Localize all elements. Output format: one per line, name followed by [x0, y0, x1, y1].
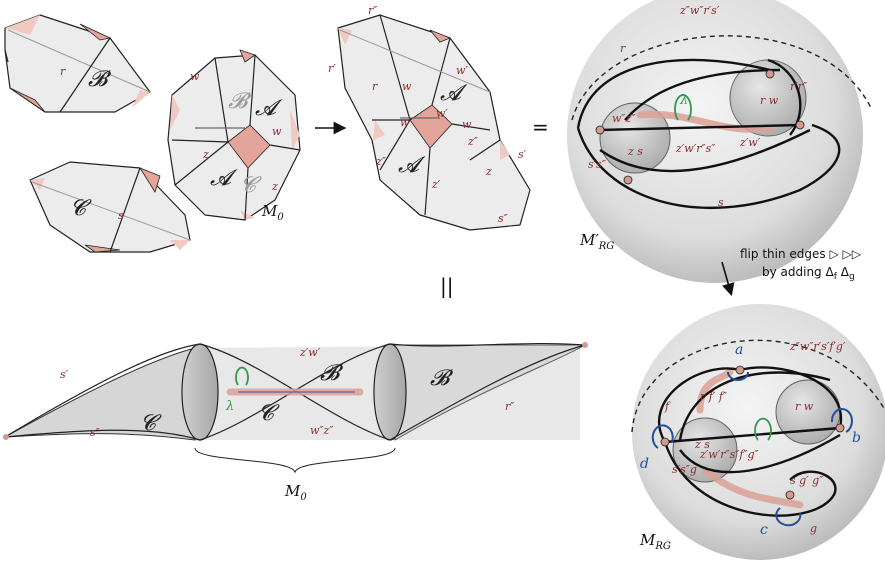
polyhedron-c: 𝓒 s: [29, 161, 191, 253]
flip-note-line2: by adding Δf Δg: [762, 265, 855, 282]
edge-label-ssg: s′s″g: [672, 463, 697, 476]
edge-label-w-glued: w: [402, 80, 412, 93]
label-lambda-rg1: λ: [679, 93, 688, 108]
edge-label-zw-rg1: z′w′: [739, 136, 761, 149]
edge-label-r-glued: r: [372, 80, 378, 93]
edge-label-w-right-glued: w: [462, 118, 472, 131]
edge-label-r1: r′: [328, 62, 336, 75]
edge-label-left-rg1: s′s″: [588, 158, 607, 171]
edge-label-g: g: [810, 522, 817, 535]
label-a: a: [735, 342, 743, 358]
edge-label-z-right: z: [271, 180, 278, 193]
spindle-figure: 𝓒 𝓒 𝓑 𝓑 s′ s″ z′w′ w″z″ r″ λ M0: [3, 342, 588, 503]
edge-label-rw-rg: r w: [795, 400, 814, 413]
edge-label-s1: s′: [518, 148, 527, 161]
edge-label-w1-inner: w′: [436, 107, 448, 120]
edge-label-r-rg1: r: [620, 42, 626, 55]
label-lambda-spindle: λ: [225, 399, 234, 414]
parallel-sign: ||: [440, 274, 453, 298]
ball-m-rg-prime: z″w″r′s′ r s z′w′r″s″ s′s″ r′r″ z s r w …: [567, 0, 873, 283]
edge-label-r2-spindle: r″: [505, 400, 515, 413]
edge-label-w-right: w: [272, 125, 282, 138]
ball-m-rg: z″w″r′s′f′g′ r f′ f″ s g′ g″ s′s″g z′w′r…: [631, 304, 885, 560]
label-d: d: [640, 456, 649, 472]
edge-label-zs-rg1: z s: [627, 145, 643, 158]
back-edge-top: [571, 35, 873, 121]
edge-label-z1-glued: z′: [431, 178, 441, 191]
edge-label-top-rg1: z″w″r′s′: [679, 4, 720, 17]
edge-label-z2-right: z″: [467, 135, 479, 148]
polyhedron-b: 𝓑 r: [4, 14, 151, 113]
arrow-down-flip: [721, 261, 735, 297]
edge-label-s-rg1: s: [718, 196, 724, 209]
flip-note: flip thin edges ▷ ▷▷ by adding Δf Δg: [740, 247, 862, 282]
edge-label-r2-top: r″: [368, 4, 378, 17]
edge-label-right-rg1: r′r″: [790, 80, 808, 93]
edge-label-mid-rg1: z′w′r″s″: [675, 142, 716, 155]
polyhedron-glued: 𝓐 𝓐 r″ r′ r w w′ w′ w″ w z″ z″ z′ z s′ s…: [328, 4, 531, 231]
edge-label-w1-glued: w′: [456, 64, 468, 77]
edge-label-r: r: [60, 65, 66, 78]
edge-label-rw-rg1: r w: [760, 94, 779, 107]
edge-label-s2-spindle: s″: [90, 426, 101, 439]
equals-sign: =: [532, 115, 549, 139]
edge-label-w2-glued: w″: [400, 116, 414, 129]
edge-label-wz-spindle: w″z″: [310, 424, 334, 437]
label-m-rg-prime: M′RG: [579, 231, 614, 252]
edge-label-zs-rg: z s: [694, 438, 710, 451]
label-m0-spindle: M0: [284, 482, 307, 503]
edge-label-z2-left: z″: [375, 155, 387, 168]
edge-label-rff: r f′ f″: [700, 390, 728, 403]
flip-note-line1: flip thin edges ▷ ▷▷: [740, 247, 862, 261]
brace-m0: [194, 447, 396, 474]
label-m-rg: MRG: [639, 531, 671, 552]
edge-label-s1-spindle: s′: [60, 368, 69, 381]
edge-label-z-glued: z: [485, 165, 492, 178]
edge-label-s: s: [118, 209, 124, 222]
edge-label-wz-rg1: w″z″: [612, 112, 636, 125]
edge-label-z-left: z: [202, 148, 209, 161]
edge-label-s2: s″: [498, 212, 509, 225]
back-edge-top-rg: [631, 339, 885, 433]
polyhedron-m0: 𝓑 𝓐 𝓐 𝓒 w w z z M0: [167, 49, 301, 223]
label-b-small: b: [852, 430, 861, 446]
edge-label-zw-spindle: z′w′: [299, 346, 321, 359]
label-c-small: c: [760, 522, 768, 538]
edge-label-sgg: s g′ g″: [790, 474, 824, 487]
edge-label-f: f: [664, 400, 671, 413]
edge-label-mid-rg: z′w′r″s″f″g″: [699, 448, 760, 461]
label-m0: M0: [261, 202, 284, 223]
edge-label-top-rg: z″w″r′s′f′g′: [789, 340, 846, 353]
edge-label-w-top: w: [190, 70, 200, 83]
